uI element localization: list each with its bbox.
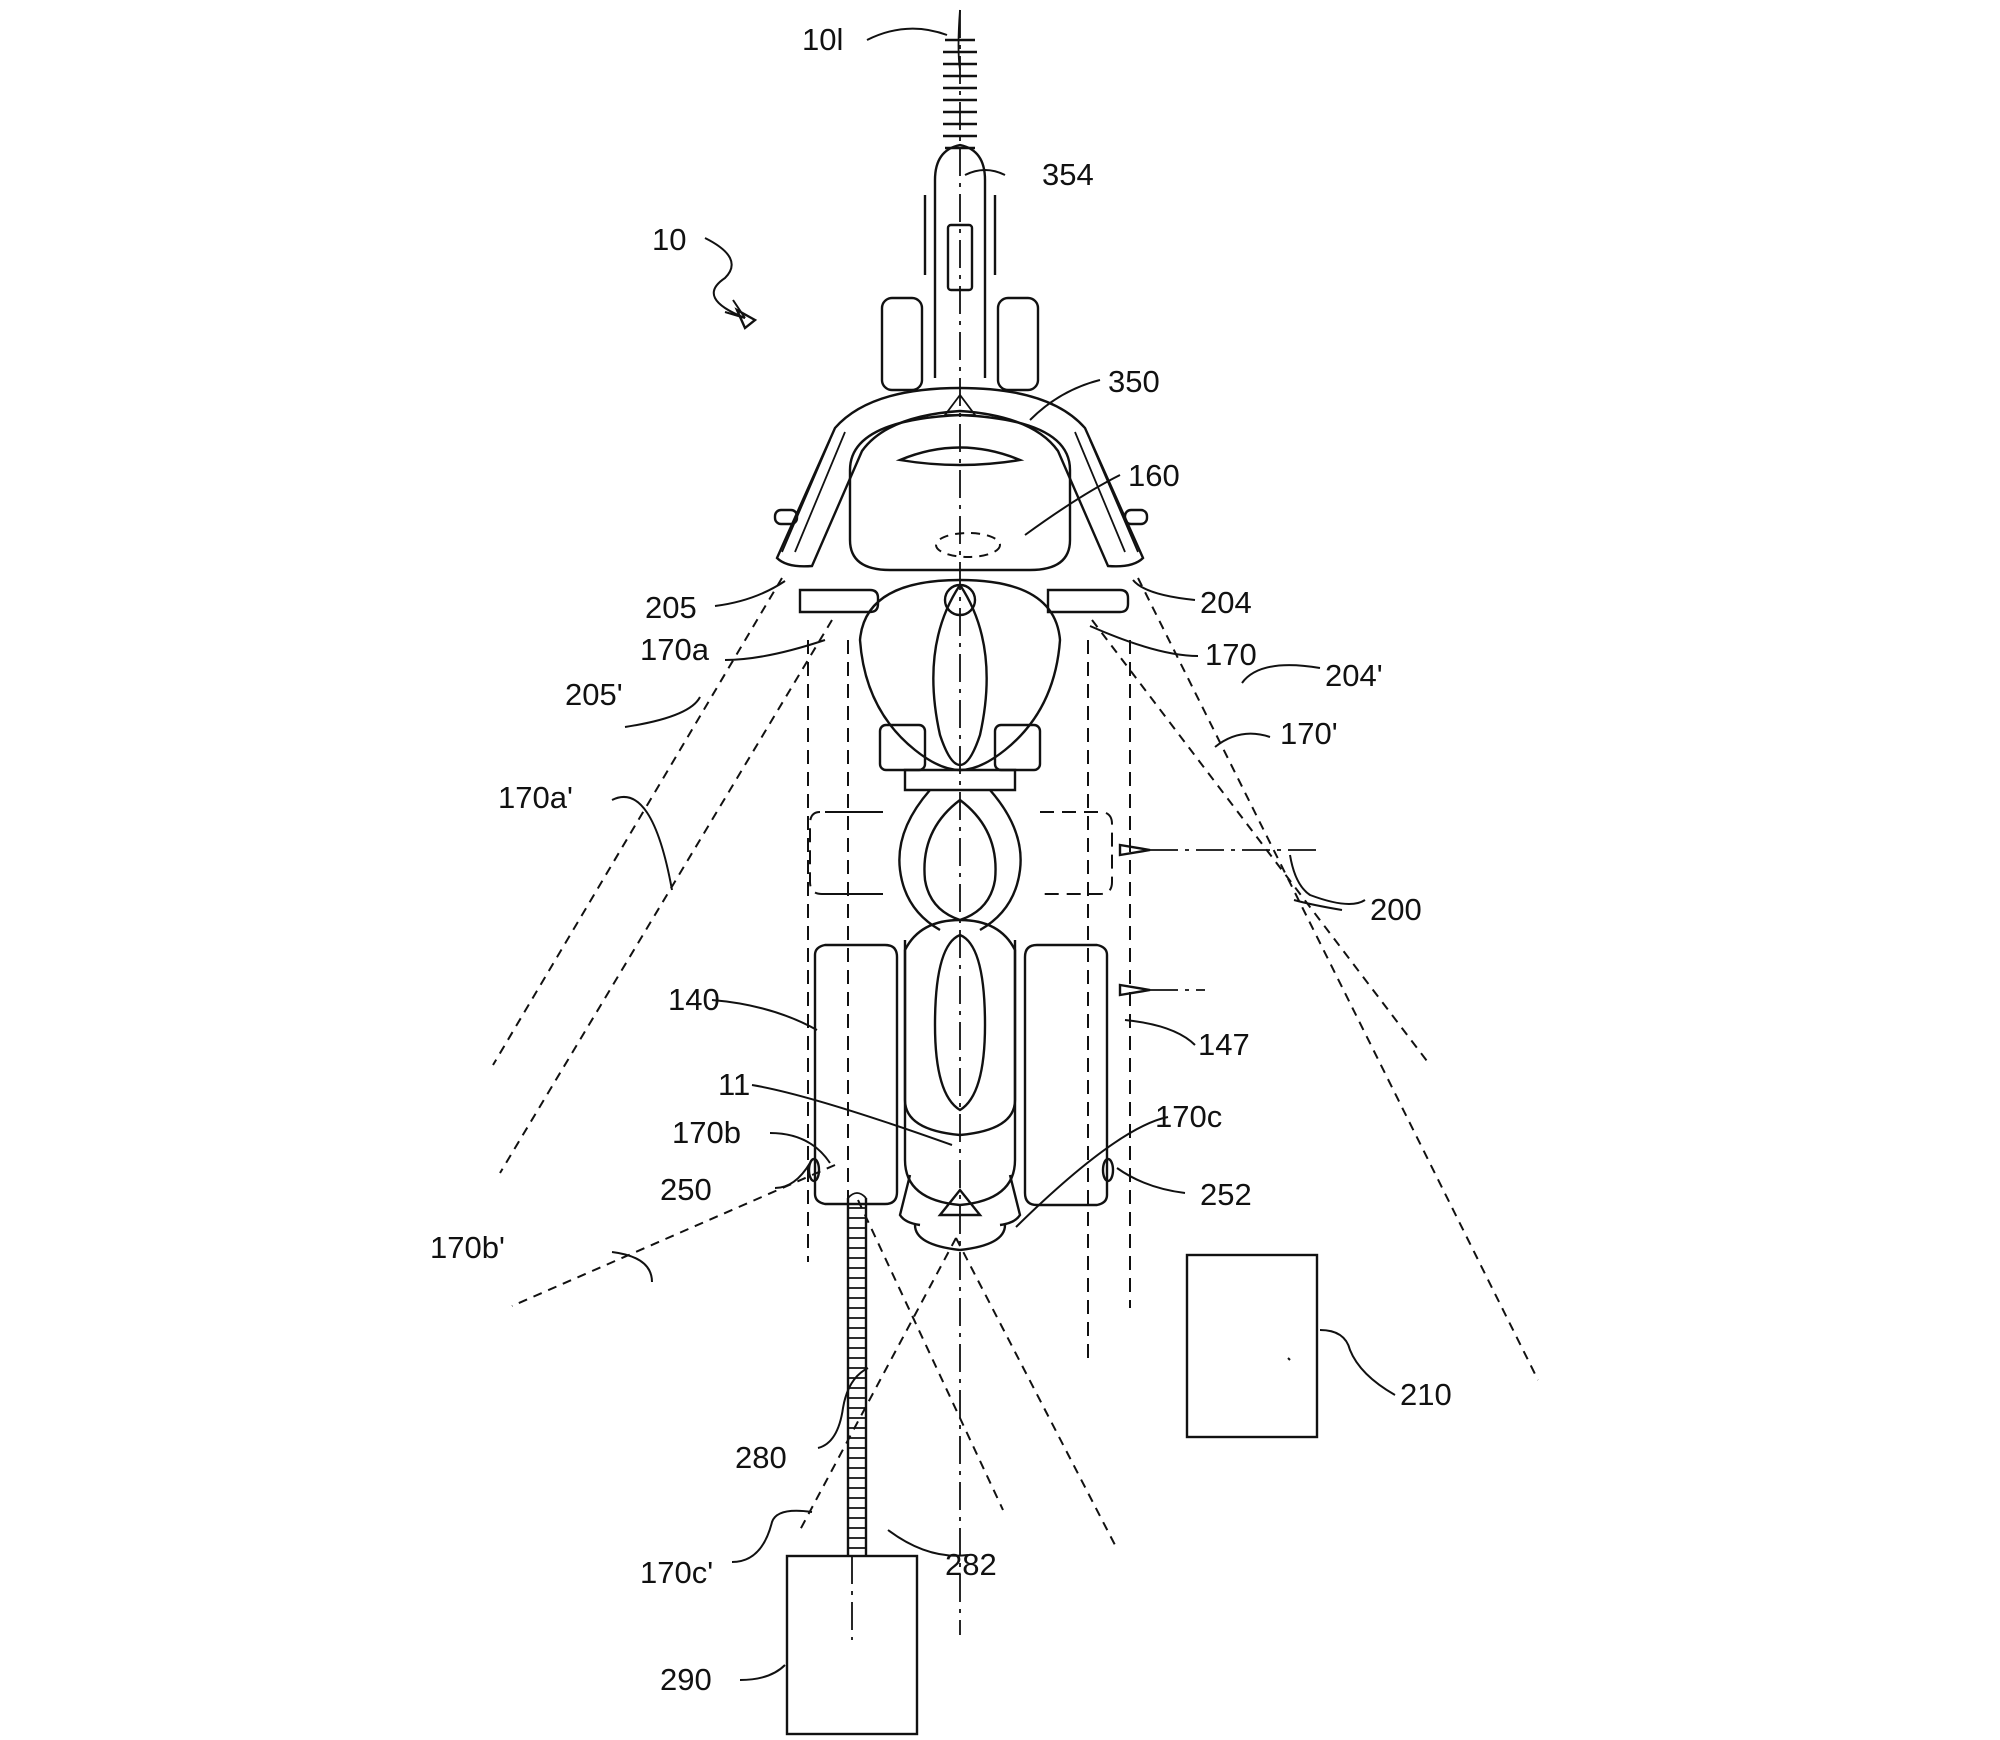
label-282: 282 <box>945 1547 997 1582</box>
label-11: 11 <box>718 1067 750 1102</box>
label-354: 354 <box>1042 157 1094 192</box>
field-170b-prime <box>511 1164 836 1307</box>
label-160: 160 <box>1128 458 1180 493</box>
sensor-250 <box>807 1157 821 1183</box>
label-205-prime: 205' <box>565 677 623 712</box>
field-170c-left <box>799 1237 957 1531</box>
cable-280 <box>846 1192 868 1568</box>
label-200: 200 <box>1370 892 1422 927</box>
tether-10l <box>943 9 977 150</box>
reference-labels: 10l 354 10 350 160 205 204 170a 170 205'… <box>430 22 1452 1697</box>
label-250: 250 <box>660 1172 712 1207</box>
saddlebag-147 <box>1023 943 1109 1207</box>
leader-lines <box>611 27 1396 1681</box>
label-170c: 170c <box>1155 1099 1222 1134</box>
label-350: 350 <box>1108 364 1160 399</box>
label-170a-prime: 170a' <box>498 780 573 815</box>
arrow-147 <box>1118 983 1151 997</box>
field-170a-prime-outer <box>499 619 833 1174</box>
zone-200-right <box>1040 811 1113 895</box>
label-170c-prime: 170c' <box>640 1555 713 1590</box>
label-205: 205 <box>645 590 697 625</box>
arrow-10 <box>734 307 758 330</box>
arrow-200 <box>1118 843 1151 857</box>
field-205-prime <box>492 577 783 1066</box>
sensor-252 <box>1101 1157 1115 1183</box>
label-252: 252 <box>1200 1177 1252 1212</box>
saddlebag-140 <box>813 943 899 1206</box>
motorcycle-10 <box>773 143 1149 1252</box>
sensor-fields <box>492 577 1539 1546</box>
zone-200-left <box>809 811 880 895</box>
field-170c-right <box>955 1237 1116 1546</box>
zone-200-left-box <box>825 811 885 895</box>
label-280: 280 <box>735 1440 787 1475</box>
label-210: 210 <box>1400 1377 1452 1412</box>
label-170b: 170b <box>672 1115 741 1150</box>
label-170b-prime: 170b' <box>430 1230 505 1265</box>
label-170: 170 <box>1205 637 1257 672</box>
label-140: 140 <box>668 982 720 1017</box>
label-147: 147 <box>1198 1027 1250 1062</box>
label-290: 290 <box>660 1662 712 1697</box>
label-170a: 170a <box>640 632 710 667</box>
field-170-prime <box>1091 619 1431 1066</box>
sensor-160 <box>935 532 1001 558</box>
label-204-prime: 204' <box>1325 658 1383 693</box>
label-10l: 10l <box>802 22 843 57</box>
unit-210 <box>1185 1253 1319 1439</box>
label-204: 204 <box>1200 585 1252 620</box>
field-204-prime <box>1137 577 1539 1381</box>
label-170-prime: 170' <box>1280 716 1338 751</box>
unit-290 <box>785 1554 919 1736</box>
label-10: 10 <box>652 222 686 257</box>
